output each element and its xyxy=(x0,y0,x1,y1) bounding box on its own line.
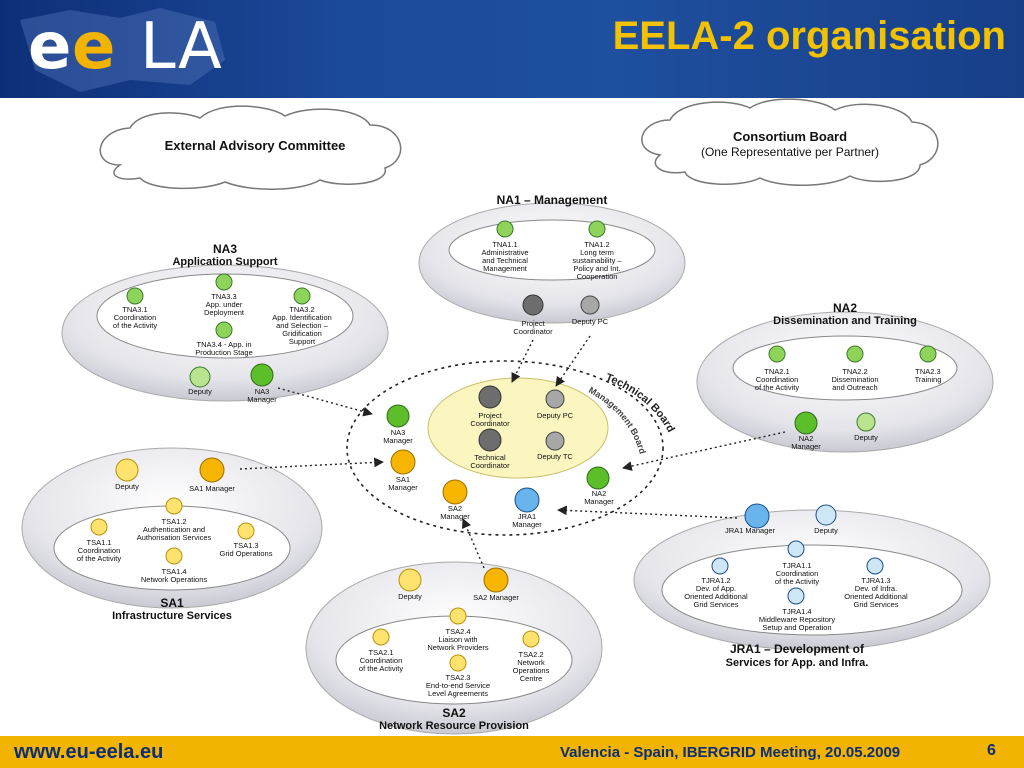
eela-logo: e e L A xyxy=(10,0,240,98)
na3-deputy-label: Deputy xyxy=(188,387,212,396)
consortium-board-subtitle: (One Representative per Partner) xyxy=(701,145,879,159)
external-advisory-label: External Advisory Committee xyxy=(165,138,346,153)
sa1-title-1: SA1 xyxy=(160,596,184,610)
jra1-deputy-label: Deputy xyxy=(814,526,838,535)
page-number: 6 xyxy=(987,742,996,759)
logo-letter-a: A xyxy=(178,10,222,84)
jra1-manager-label: JRA1 Manager xyxy=(725,526,776,535)
footer-url-link[interactable]: www.eu-eela.eu xyxy=(14,741,164,763)
center-deputy-tc-label: Deputy TC xyxy=(537,452,573,461)
na1-deputy-label: Deputy PC xyxy=(572,317,609,326)
na2-title-2: Dissemination and Training xyxy=(773,315,917,327)
footer-event-text: Valencia - Spain, IBERGRID Meeting, 20.0… xyxy=(560,744,901,761)
consortium-board-title: Consortium Board xyxy=(733,129,847,144)
sa1-title-2: Infrastructure Services xyxy=(112,610,232,622)
center-deputy-pc-label: Deputy PC xyxy=(537,411,574,420)
consortium-board-cloud: Consortium Board (One Representative per… xyxy=(641,98,939,186)
sa2-deputy-label: Deputy xyxy=(398,592,422,601)
footer-bar: www.eu-eela.eu Valencia - Spain, IBERGRI… xyxy=(0,736,1024,768)
na3-title-2: Application Support xyxy=(172,256,277,268)
sa2-title-2: Network Resource Provision xyxy=(379,720,529,732)
na3-title-1: NA3 xyxy=(213,242,237,256)
sa1-deputy-label: Deputy xyxy=(115,482,139,491)
central-boards: Technical Board Management Board Project… xyxy=(346,360,677,536)
jra1-title-2: Services for App. and Infra. xyxy=(726,657,869,669)
page-title: EELA-2 organisation xyxy=(612,14,1006,58)
connector-arrows xyxy=(239,335,786,569)
logo-letter-e2: e xyxy=(72,10,116,84)
na1-title: NA1 – Management xyxy=(497,193,608,207)
sa2-manager-label: SA2 Manager xyxy=(473,593,519,602)
header-banner: e e L A EELA-2 organisation xyxy=(0,0,1024,98)
na2-title-1: NA2 xyxy=(833,301,857,315)
sa2-title-1: SA2 xyxy=(442,706,466,720)
jra1-title-1: JRA1 – Development of xyxy=(730,642,865,656)
organisation-diagram: External Advisory Committee Consortium B… xyxy=(21,98,994,735)
logo-letter-e1: e xyxy=(28,10,72,84)
logo-letter-l: L xyxy=(140,10,176,84)
external-advisory-cloud: External Advisory Committee xyxy=(99,105,402,191)
na2-deputy-label: Deputy xyxy=(854,433,878,442)
sa1-manager-label: SA1 Manager xyxy=(189,484,235,493)
map-icon xyxy=(20,8,225,92)
